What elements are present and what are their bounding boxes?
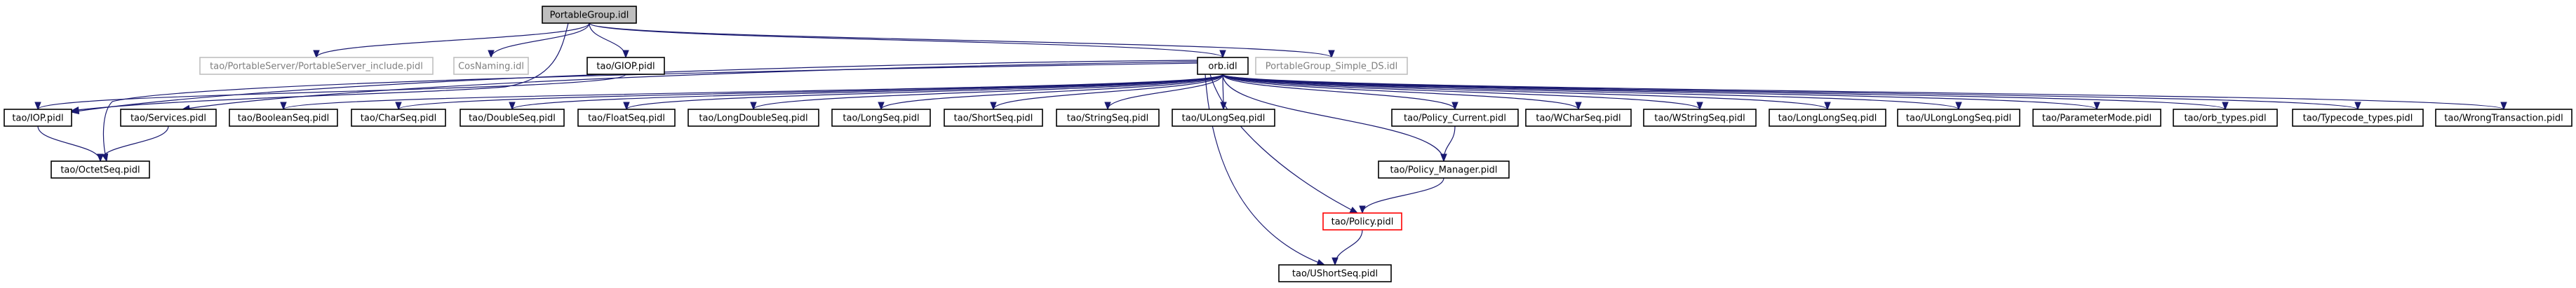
node-label: tao/GIOP.pidl [596,62,655,72]
node-label: PortableGroup_Simple_DS.idl [1266,62,1397,72]
node-label: PortableGroup.idl [550,11,629,21]
edge-orb-to-LongSeq [878,74,1223,111]
node-label: tao/ULongSeq.pidl [1182,114,1266,124]
node-typecode-types[interactable]: tao/Typecode_types.pidl [2292,109,2424,127]
node-label: tao/LongDoubleSeq.pidl [699,114,807,124]
node-policy-current[interactable]: tao/Policy_Current.pidl [1391,109,1519,127]
node-pg-simple-ds: PortableGroup_Simple_DS.idl [1255,57,1408,75]
node-label: tao/UShortSeq.pidl [1292,269,1378,280]
node-parametermode[interactable]: tao/ParameterMode.pidl [2032,109,2161,127]
node-label: tao/WStringSeq.pidl [1654,114,1745,124]
edge-orb-to-LongDoubleSeq [750,74,1223,111]
node-wrongtransaction[interactable]: tao/WrongTransaction.pidl [2435,109,2572,127]
node-cosnaming: CosNaming.idl [453,57,529,75]
node-octetseq[interactable]: tao/OctetSeq.pidl [51,160,150,179]
node-label: tao/LongLongSeq.pidl [1778,114,1877,124]
node-label: tao/Policy_Manager.pidl [1390,165,1498,176]
node-longdoubleseq[interactable]: tao/LongDoubleSeq.pidl [687,109,819,127]
node-label: tao/WCharSeq.pidl [1536,114,1621,124]
edge-Policy-to-UShortSeq [1331,229,1363,266]
node-label: tao/ShortSeq.pidl [954,114,1033,124]
node-wstringseq[interactable]: tao/WStringSeq.pidl [1643,109,1757,127]
edge-orb-to-Policy [1209,74,1359,214]
edge-orb-to-ULongLongSeq [1222,74,1962,111]
node-label: CosNaming.idl [458,62,524,72]
edge-orb-to-IOP [70,60,1198,115]
node-label: tao/FloatSeq.pidl [588,114,665,124]
edge-orb-to-Typecode_types [1222,74,2361,111]
edge-PortableGroup_idl-to-CosNaming [488,22,590,59]
node-label: tao/StringSeq.pidl [1067,114,1149,124]
node-label: tao/BooleanSeq.pidl [238,114,329,124]
node-portableserver-include: tao/PortableServer/PortableServer_includ… [199,57,434,75]
edge-PortableGroup_idl-to-PG_Simple_DS [589,22,1335,59]
node-longlongseq[interactable]: tao/LongLongSeq.pidl [1769,109,1886,127]
node-ulonglongseq[interactable]: tao/ULongLongSeq.pidl [1897,109,2020,127]
edge-orb-to-BooleanSeq [280,74,1223,111]
node-orb-types[interactable]: tao/orb_types.pidl [2173,109,2278,127]
edge-orb-to-OctetSeq [101,62,1198,163]
edge-orb-to-LongLongSeq [1222,74,1831,111]
node-wcharseq[interactable]: tao/WCharSeq.pidl [1525,109,1632,127]
node-label: tao/IOP.pidl [12,114,63,124]
node-services[interactable]: tao/Services.pidl [120,109,217,127]
node-doubleseq[interactable]: tao/DoubleSeq.pidl [459,109,565,127]
edge-orb-to-DoubleSeq [509,74,1223,111]
node-label: tao/PortableServer/PortableServer_includ… [210,62,423,72]
edge-orb-to-ParameterMode [1222,74,2100,111]
node-longseq[interactable]: tao/LongSeq.pidl [831,109,931,127]
edge-orb-to-Policy_Current [1222,74,1458,111]
node-policy-manager[interactable]: tao/Policy_Manager.pidl [1378,160,1510,179]
node-label: tao/OctetSeq.pidl [60,165,140,176]
node-label: tao/Policy.pidl [1331,217,1394,228]
node-label: tao/Services.pidl [130,114,206,124]
nodes-layer: PortableGroup.idl tao/PortableServer/Port… [4,6,2572,282]
node-portablegroup-idl[interactable]: PortableGroup.idl [542,6,637,24]
node-ushortseq[interactable]: tao/UShortSeq.pidl [1278,264,1392,282]
node-policy[interactable]: tao/Policy.pidl [1322,212,1402,231]
edge-orb-to-WrongTransaction [1222,74,2507,111]
node-shortseq[interactable]: tao/ShortSeq.pidl [944,109,1043,127]
edge-orb-to-ShortSeq [990,74,1223,111]
node-label: tao/CharSeq.pidl [361,114,436,124]
node-label: tao/orb_types.pidl [2184,114,2266,124]
edge-orb-to-CharSeq [395,74,1223,111]
node-ulongseq[interactable]: tao/ULongSeq.pidl [1172,109,1275,127]
edges-layer [34,22,2507,266]
node-floatseq[interactable]: tao/FloatSeq.pidl [577,109,676,127]
edge-orb-to-orb_types [1222,74,2229,111]
node-label: tao/ULongLongSeq.pidl [1906,114,2011,124]
edge-Policy_Manager-to-Policy [1359,177,1444,214]
edge-PortableGroup_idl-to-PortableServer_include [313,22,590,59]
node-label: tao/ParameterMode.pidl [2042,114,2152,124]
edge-orb-to-FloatSeq [623,74,1223,111]
edge-Services-to-OctetSeq [97,125,169,163]
edge-IOP-to-OctetSeq [37,125,104,163]
edge-GIOP-to-IOP [34,74,626,111]
node-label: tao/Policy_Current.pidl [1404,114,1506,124]
node-label: tao/WrongTransaction.pidl [2444,114,2563,124]
node-stringseq[interactable]: tao/StringSeq.pidl [1056,109,1160,127]
edge-orb-to-WCharSeq [1222,74,1582,111]
node-charseq[interactable]: tao/CharSeq.pidl [351,109,446,127]
node-label: tao/Typecode_types.pidl [2303,114,2413,124]
node-label: orb.idl [1208,62,1237,72]
node-iop[interactable]: tao/IOP.pidl [4,109,72,127]
node-label: tao/LongSeq.pidl [843,114,919,124]
edge-PortableGroup_idl-to-GIOP [589,22,629,59]
node-label: tao/DoubleSeq.pidl [469,114,556,124]
edge-orb-to-WStringSeq [1222,74,1703,111]
edge-orb-to-Policy_Manager [1222,74,1447,163]
node-orb[interactable]: orb.idl [1197,57,1249,75]
node-giop[interactable]: tao/GIOP.pidl [586,57,665,75]
edge-orb-to-StringSeq [1104,74,1223,111]
node-booleanseq[interactable]: tao/BooleanSeq.pidl [229,109,338,127]
edge-PortableGroup_idl-to-orb [589,22,1226,59]
